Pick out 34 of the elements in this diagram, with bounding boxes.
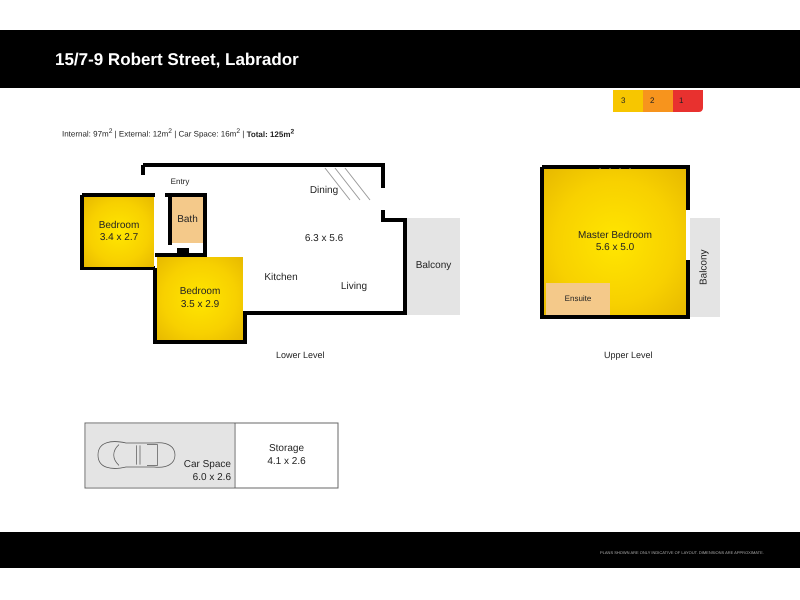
bathroom-count: 2 xyxy=(650,96,654,105)
room-name: Balcony xyxy=(698,250,711,286)
room-name: Bedroom xyxy=(180,286,220,298)
room-dimensions: 5.6 x 5.0 xyxy=(596,242,634,254)
car-space-count: 1 xyxy=(679,96,684,105)
room-name: Master Bedroom xyxy=(578,230,652,242)
room-dimensions: 6.3 x 5.6 xyxy=(304,232,344,246)
room-name: Bath xyxy=(177,214,198,226)
bedroom-area xyxy=(84,197,154,267)
bedroom-area xyxy=(157,257,243,340)
title: 15/7-9 Robert Street, Labrador xyxy=(55,50,299,70)
room-name: Living xyxy=(340,280,368,294)
room-name: Entry xyxy=(170,177,190,187)
level-caption: Upper Level xyxy=(604,350,653,360)
bedroom-area xyxy=(544,169,686,315)
bedroom-count: 3 xyxy=(621,96,626,105)
room-dimensions: 3.4 x 2.7 xyxy=(100,232,138,244)
balcony-area xyxy=(407,218,460,315)
room-dimensions: 6.0 x 2.6 xyxy=(192,472,231,484)
room-name: Ensuite xyxy=(564,294,592,304)
room-name: Storage xyxy=(268,443,304,456)
level-caption: Lower Level xyxy=(276,350,325,360)
room-name: Dining xyxy=(310,184,338,198)
car-space-area xyxy=(86,424,234,487)
bathroom-area xyxy=(172,197,203,243)
room-dimensions: 3.5 x 2.9 xyxy=(180,298,220,311)
room-name: Kitchen xyxy=(264,272,298,284)
room-dimensions: 4.1 x 2.6 xyxy=(267,456,306,468)
area-summary: Internal: 97m$^{2}$ | External: 12m$^{2}$ | Car Space: 16m$^{2}$ | Total: 125m$^{2}$ xyxy=(62,128,294,139)
balcony-area xyxy=(690,218,720,317)
room-name: Balcony xyxy=(416,260,452,273)
room-name: Car Space xyxy=(184,459,231,472)
room-name: Bedroom xyxy=(98,220,140,232)
ensuite-area xyxy=(546,283,610,315)
